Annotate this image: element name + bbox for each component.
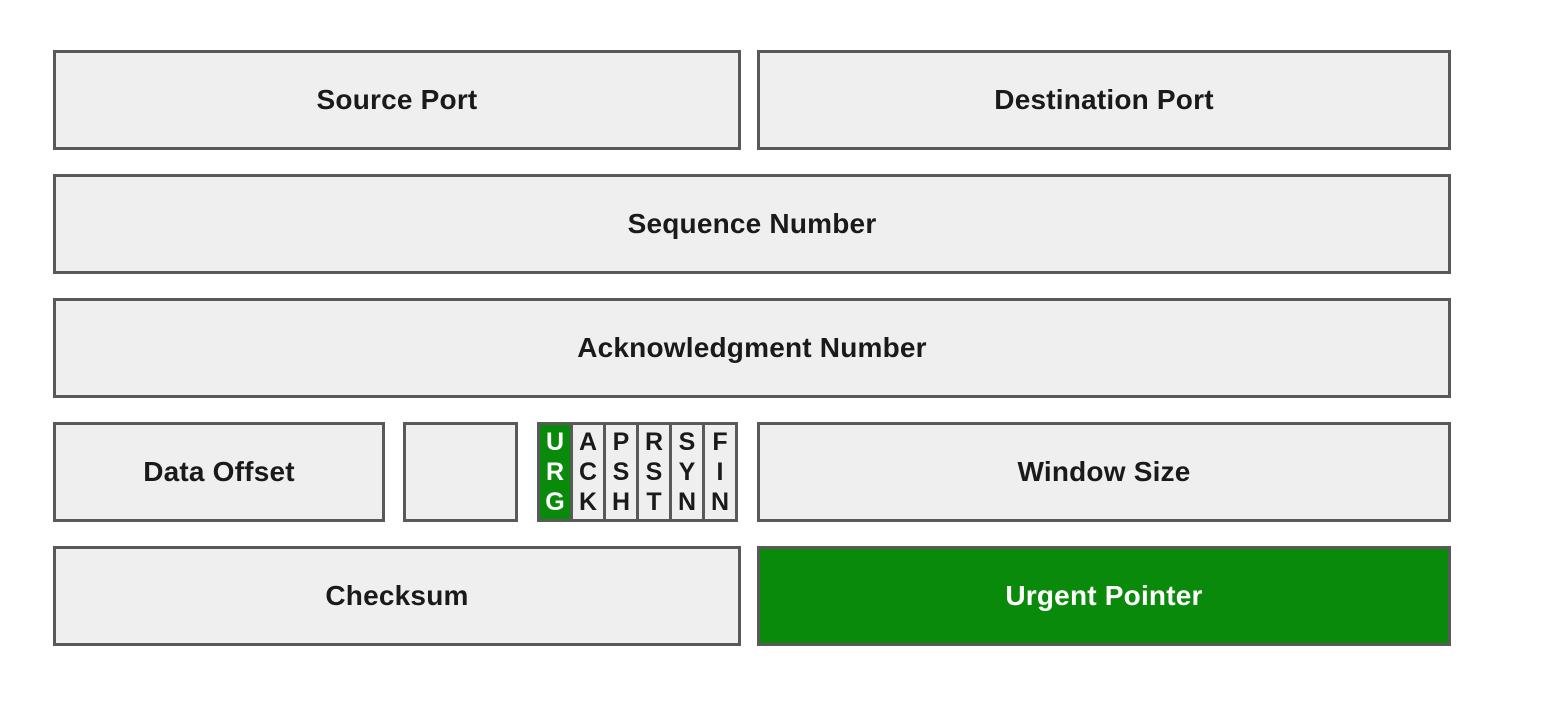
flag-rst: R S T xyxy=(636,422,672,522)
flag-letter: N xyxy=(677,488,697,516)
flag-letter: S xyxy=(612,458,630,486)
acknowledgment-number-label: Acknowledgment Number xyxy=(577,332,927,363)
flag-urg: U R G xyxy=(537,422,573,522)
window-size-label: Window Size xyxy=(1017,456,1191,487)
flag-letter: S xyxy=(678,428,696,456)
flag-fin: F I N xyxy=(702,422,738,522)
header-row-sequence: Sequence Number xyxy=(53,174,1451,274)
urgent-pointer-label: Urgent Pointer xyxy=(1005,580,1203,611)
header-row-checksum: Checksum Urgent Pointer xyxy=(53,546,1451,646)
checksum-label: Checksum xyxy=(325,580,469,611)
source-port-label: Source Port xyxy=(316,84,478,115)
urgent-pointer-field: Urgent Pointer xyxy=(757,546,1451,646)
destination-port-label: Destination Port xyxy=(994,84,1214,115)
flag-letter: I xyxy=(716,458,724,486)
checksum-field: Checksum xyxy=(53,546,741,646)
flag-letter: N xyxy=(710,488,730,516)
tcp-flags-group: U R G A C K P S H R S T S Y N xyxy=(537,422,738,522)
flag-psh: P S H xyxy=(603,422,639,522)
sequence-number-label: Sequence Number xyxy=(627,208,877,239)
flag-syn: S Y N xyxy=(669,422,705,522)
flag-letter: R xyxy=(644,428,664,456)
flag-letter: T xyxy=(646,488,662,516)
data-offset-field: Data Offset xyxy=(53,422,385,522)
source-port-field: Source Port xyxy=(53,50,741,150)
flag-letter: H xyxy=(611,488,631,516)
header-row-ports: Source Port Destination Port xyxy=(53,50,1451,150)
flag-letter: F xyxy=(712,428,728,456)
flag-letter: C xyxy=(578,458,598,486)
reserved-field xyxy=(403,422,518,522)
destination-port-field: Destination Port xyxy=(757,50,1451,150)
header-row-acknowledgment: Acknowledgment Number xyxy=(53,298,1451,398)
flag-letter: P xyxy=(612,428,630,456)
flag-ack: A C K xyxy=(570,422,606,522)
window-size-field: Window Size xyxy=(757,422,1451,522)
data-offset-label: Data Offset xyxy=(143,456,295,487)
flag-letter: G xyxy=(545,488,565,516)
header-row-flags: Data Offset U R G A C K P S H R S T xyxy=(53,422,1451,522)
flag-letter: S xyxy=(645,458,663,486)
flag-letter: U xyxy=(545,428,565,456)
flag-letter: Y xyxy=(678,458,696,486)
flag-letter: R xyxy=(545,458,565,486)
sequence-number-field: Sequence Number xyxy=(53,174,1451,274)
flag-letter: A xyxy=(578,428,598,456)
acknowledgment-number-field: Acknowledgment Number xyxy=(53,298,1451,398)
flag-letter: K xyxy=(578,488,598,516)
